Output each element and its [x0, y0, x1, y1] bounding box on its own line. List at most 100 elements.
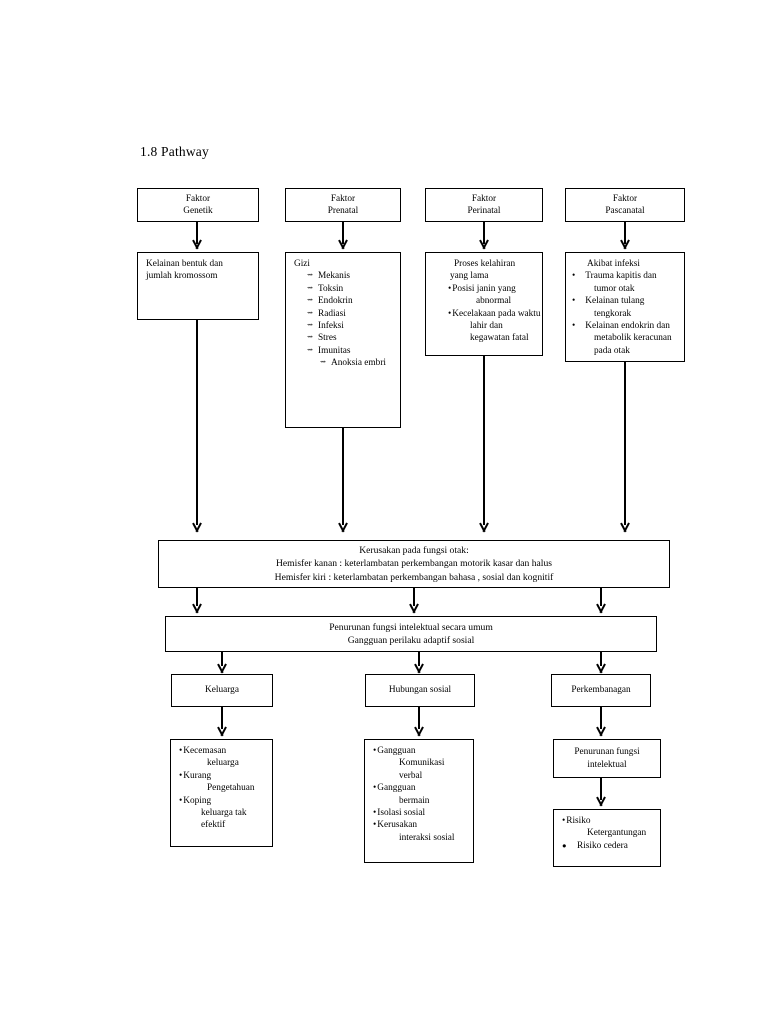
- connector-genetik-to-otak: [196, 320, 199, 525]
- arrow-bullet-icon: ⇝: [307, 271, 313, 280]
- node-outcome-risiko: Risiko Ketergantungan Risiko cedera: [553, 809, 661, 867]
- perkembangan-label: Perkembanagan: [571, 685, 631, 696]
- node-penurunan-intelektual: Penurunan fungsi intelektual: [553, 739, 661, 778]
- arrowhead-otak-mid: [408, 604, 419, 613]
- node-proses-kelahiran: Proses kelahiran yang lama Posisi janin …: [425, 252, 543, 356]
- faktor-perinatal-line2: Perinatal: [467, 206, 501, 216]
- gizi-item: ⇝Toksin: [307, 283, 344, 294]
- arrow-bullet-icon: ⇝: [307, 321, 313, 330]
- node-outcome-keluarga: Kecemasan keluarga Kurang Pengetahuan Ko…: [170, 739, 273, 847]
- arrowhead-prenatal: [337, 240, 348, 249]
- perinatal-line1: Proses kelahiran: [454, 259, 516, 269]
- outcome-sosial-cont: Komunikasi: [399, 758, 445, 769]
- arrowhead-umum-keluarga: [216, 664, 227, 673]
- kelainan-line1: Kelainan bentuk dan: [146, 259, 223, 269]
- gizi-item: ⇝Endokrin: [307, 296, 353, 307]
- outcome-sosial-cont: verbal: [399, 770, 423, 781]
- node-faktor-perinatal: Faktor Perinatal: [425, 188, 543, 222]
- hubungan-sosial-label: Hubungan sosial: [388, 685, 452, 696]
- arrow-bullet-icon: ⇝: [320, 358, 326, 367]
- arrow-bullet-icon: ⇝: [307, 296, 313, 305]
- arrowhead-sosial-down: [413, 727, 424, 736]
- pascanatal-bullet: Kelainan endokrin dan: [569, 320, 678, 332]
- node-hubungan-sosial: Hubungan sosial: [365, 674, 475, 707]
- outcome-keluarga-cont: keluarga tak: [201, 808, 247, 819]
- outcome-sosial-bullet: Gangguan: [373, 782, 467, 794]
- outcome-keluarga-cont: efektif: [201, 820, 226, 831]
- connector-prenatal-to-otak: [342, 428, 345, 525]
- arrowhead-pascanatal-to-otak: [619, 523, 630, 532]
- outcome-risiko-bullet1-cont: Ketergantungan: [587, 828, 647, 839]
- node-penurunan-umum: Penurunan fungsi intelektual secara umum…: [165, 616, 657, 652]
- connector-intelektual-risiko: [600, 778, 603, 800]
- kerusakan-line2: Hemisfer kanan : keterlambatan perkemban…: [276, 558, 552, 570]
- arrowhead-genetik: [191, 240, 202, 249]
- penurunan-umum-line2: Gangguan perilaku adaptif sosial: [347, 635, 475, 646]
- arrowhead-genetik-to-otak: [191, 523, 202, 532]
- connector-otak-left: [196, 588, 199, 606]
- outcome-sosial-cont: bermain: [399, 795, 430, 806]
- node-akibat-infeksi: Akibat infeksi Trauma kapitis dan tumor …: [565, 252, 685, 362]
- faktor-genetik-line2: Genetik: [183, 206, 213, 216]
- faktor-prenatal-line2: Prenatal: [327, 206, 359, 216]
- arrowhead-perkembangan-down: [595, 727, 606, 736]
- arrowhead-perinatal: [478, 240, 489, 249]
- outcome-keluarga-cont: keluarga: [207, 758, 239, 769]
- outcome-keluarga-bullet: Kurang: [179, 770, 266, 782]
- connector-sosial-down: [418, 707, 421, 729]
- pascanatal-bullet: Trauma kapitis dan: [569, 270, 678, 282]
- kelainan-line2: jumlah kromossom: [146, 271, 218, 282]
- outcome-sosial-bullet: Gangguan: [373, 745, 467, 757]
- outcome-risiko-bullet2: Risiko cedera: [562, 840, 654, 852]
- connector-prenatal: [342, 222, 345, 244]
- node-faktor-genetik: Faktor Genetik: [137, 188, 259, 222]
- arrow-bullet-icon: ⇝: [307, 345, 313, 354]
- gizi-item: ⇝Stres: [307, 333, 337, 344]
- gizi-item: ⇝Mekanis: [307, 271, 351, 282]
- outcome-keluarga-bullet: Kecemasan: [179, 745, 266, 757]
- node-perkembangan: Perkembanagan: [551, 674, 651, 707]
- faktor-pascanatal-line2: Pascanatal: [605, 206, 645, 216]
- gizi-subitem: ⇝Anoksia embri: [320, 358, 386, 369]
- node-faktor-prenatal: Faktor Prenatal: [285, 188, 401, 222]
- kerusakan-line3: Hemisfer kiri : keterlambatan perkembang…: [274, 571, 554, 583]
- outcome-keluarga-bullet: Koping: [179, 795, 266, 807]
- perinatal-bullet: Kecelakaan pada waktu: [434, 308, 540, 320]
- connector-pascanatal: [624, 222, 627, 244]
- faktor-genetik-line1: Faktor: [185, 193, 211, 204]
- arrowhead-otak-left: [191, 604, 202, 613]
- pascanatal-bullet-cont: tumor otak: [594, 283, 635, 294]
- gizi-item: ⇝Infeksi: [307, 321, 344, 332]
- pascanatal-bullet-cont-clipped: pada otak: [594, 345, 630, 356]
- connector-otak-right: [600, 588, 603, 606]
- connector-perkembangan-down: [600, 707, 603, 729]
- outcome-risiko-bullet1: Risiko: [562, 815, 654, 827]
- penurunan-umum-line1: Penurunan fungsi intelektual secara umum: [329, 621, 493, 633]
- pascanatal-bullet: Kelainan tulang: [569, 295, 678, 307]
- pascanatal-heading: Akibat infeksi: [587, 259, 640, 269]
- arrowhead-perinatal-to-otak: [478, 523, 489, 532]
- outcome-sosial-cont: interaksi sosial: [399, 832, 455, 843]
- keluarga-label: Keluarga: [205, 685, 239, 696]
- connector-genetik: [196, 222, 199, 244]
- perinatal-bullet-cont: kegawatan fatal: [470, 333, 529, 344]
- node-kerusakan-fungsi-otak: Kerusakan pada fungsi otak: Hemisfer kan…: [158, 540, 670, 588]
- faktor-perinatal-line1: Faktor: [471, 193, 497, 204]
- node-faktor-pascanatal: Faktor Pascanatal: [565, 188, 685, 222]
- arrowhead-umum-sosial: [413, 664, 424, 673]
- gizi-item: ⇝Radiasi: [307, 308, 346, 319]
- penurunan-intelektual-line2: intelektual: [587, 759, 627, 770]
- outcome-sosial-bullet: Kerusakan: [373, 819, 467, 831]
- gizi-item: ⇝Imunitas: [307, 345, 351, 356]
- perinatal-bullet-cont: abnormal: [476, 296, 512, 307]
- arrow-bullet-icon: ⇝: [307, 283, 313, 292]
- pascanatal-bullet-cont: tengkorak: [594, 308, 632, 319]
- disc-bullet-icon: [562, 840, 577, 852]
- arrowhead-intelektual-risiko: [595, 797, 606, 806]
- gizi-heading: Gizi: [294, 259, 311, 269]
- outcome-keluarga-cont: Pengetahuan: [207, 783, 255, 794]
- connector-umum-sosial: [418, 652, 421, 666]
- arrow-bullet-icon: ⇝: [307, 308, 313, 317]
- perinatal-bullet-cont: lahir dan: [470, 321, 503, 332]
